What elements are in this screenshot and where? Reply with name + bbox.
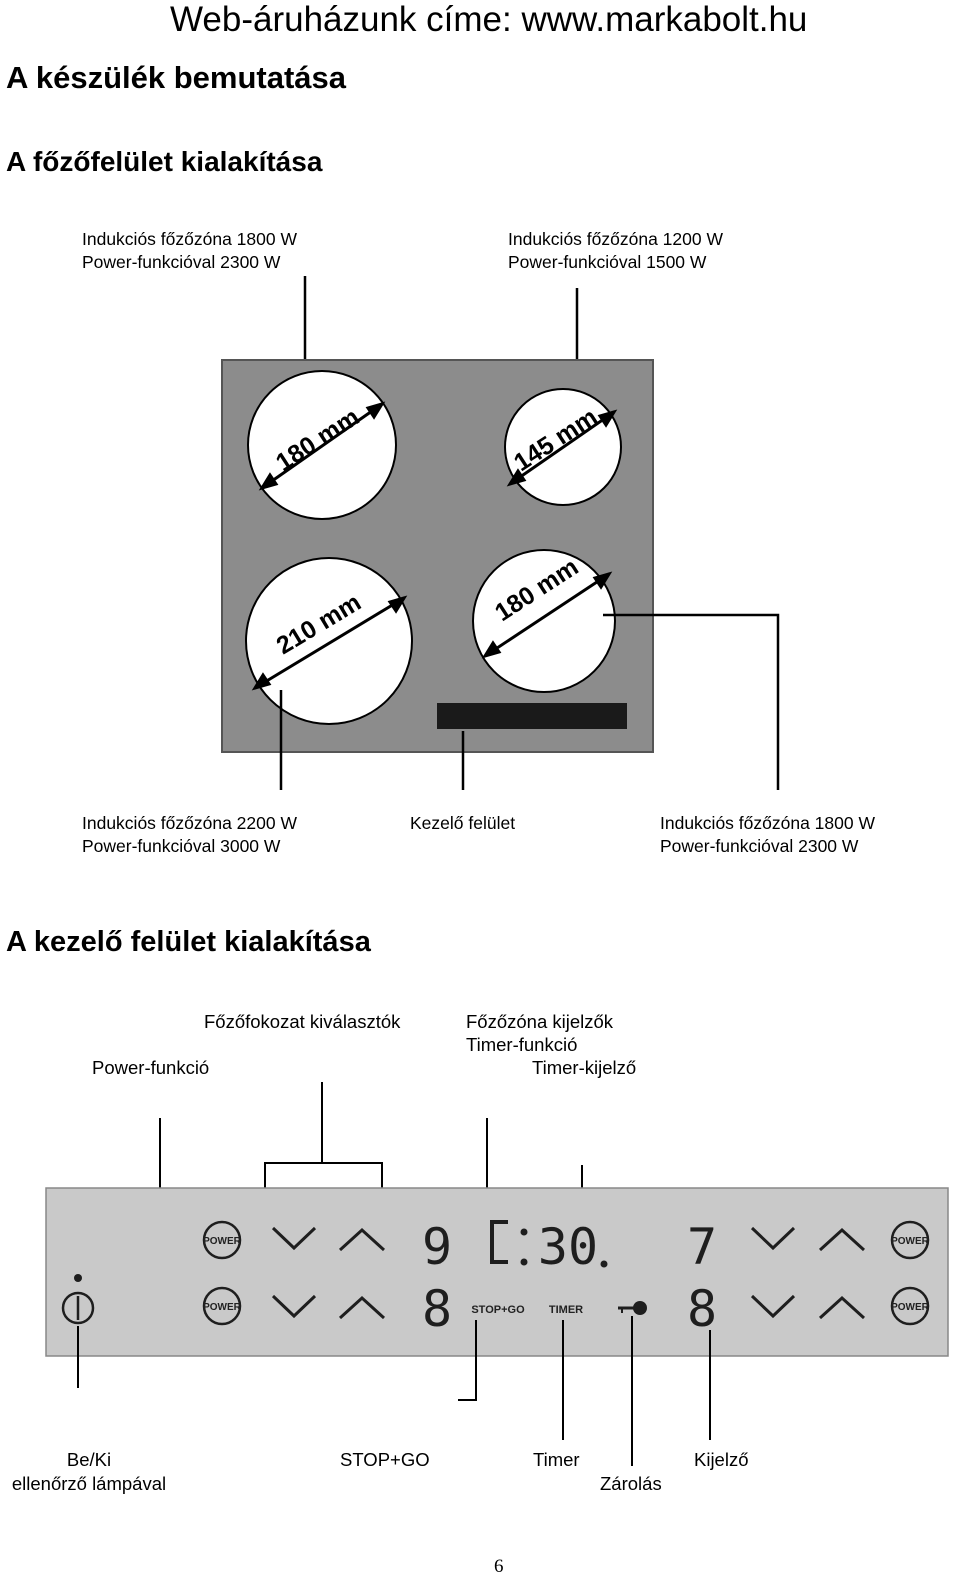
page-number: 6 — [494, 1556, 504, 1577]
label-top-left-line1: Indukciós főzőzóna 1800 W — [82, 229, 297, 249]
label-onoff: Be/Ki ellenőrző lámpával — [6, 1448, 172, 1496]
arrowhead — [365, 401, 386, 420]
label-top-left-zone: Indukciós főzőzóna 1800 W Power-funkcióv… — [82, 228, 297, 274]
pointer-line-bottom-right — [603, 613, 780, 790]
timer-button[interactable]: TIMER — [549, 1304, 583, 1316]
label-timer-display: Timer-kijelző — [532, 1057, 637, 1078]
timer-zone-indicator — [490, 1220, 508, 1264]
section-title: A készülék bemutatása — [6, 60, 347, 95]
zone-display-upper-right: 7 — [687, 1218, 717, 1276]
onoff-indicator-lamp — [74, 1274, 82, 1282]
timer-colon-dot — [520, 1258, 528, 1266]
power-button-label: POWER — [203, 1302, 242, 1313]
label-lock: Zárolás — [600, 1473, 662, 1494]
stop-go-button[interactable]: STOP+GO — [471, 1304, 525, 1316]
arrowhead — [592, 571, 613, 590]
arrowhead — [387, 595, 408, 614]
power-button-label: POWER — [891, 1302, 930, 1313]
level-up-button-upper-left[interactable] — [338, 1227, 386, 1252]
zone-bottom-left — [245, 557, 413, 725]
power-button-label: POWER — [203, 1236, 242, 1247]
website-address: Web-áruházunk címe: www.markabolt.hu — [170, 0, 808, 39]
arrowhead — [251, 672, 272, 691]
zone-display-upper-left: 9 — [422, 1218, 452, 1276]
power-button-lower-right[interactable]: POWER — [890, 1286, 930, 1326]
arrowhead — [481, 640, 502, 659]
label-top-right-line2: Power-funkcióval 1500 W — [508, 252, 707, 272]
power-button-label: POWER — [891, 1236, 930, 1247]
control-panel — [45, 1187, 949, 1357]
label-top-right-zone: Indukciós főzőzóna 1200 W Power-funkcióv… — [508, 228, 723, 274]
label-timer: Timer — [533, 1449, 580, 1470]
label-control-surface-line1: Kezelő felület — [410, 813, 516, 833]
power-button-upper-left[interactable]: POWER — [202, 1220, 242, 1260]
control-strip — [437, 703, 627, 729]
diameter-arrow-bottom-left — [254, 596, 405, 690]
arrowhead — [506, 468, 527, 487]
label-power-function: Power-funkció — [92, 1057, 210, 1078]
power-button-upper-right[interactable]: POWER — [890, 1220, 930, 1260]
control-panel-heading: A kezelő felület kialakítása — [6, 926, 371, 958]
label-onoff-line2: ellenőrző lámpával — [11, 1473, 167, 1494]
label-top-left-line2: Power-funkcióval 2300 W — [82, 252, 281, 272]
zone-display-lower-left: 8 — [422, 1280, 452, 1338]
pointer-line-stop-go — [458, 1320, 477, 1401]
label-bottom-right-zone: Indukciós főzőzóna 1800 W Power-funkcióv… — [660, 812, 875, 858]
zone-bottom-right — [472, 549, 616, 693]
label-bottom-right-line2: Power-funkcióval 2300 W — [660, 836, 859, 856]
onoff-button[interactable] — [61, 1291, 95, 1325]
label-bottom-right-line1: Indukciós főzőzóna 1800 W — [660, 813, 875, 833]
timer-display: 30 — [538, 1218, 598, 1276]
key-lock-icon[interactable] — [618, 1301, 647, 1315]
power-button-lower-left[interactable]: POWER — [202, 1286, 242, 1326]
label-top-right-line1: Indukciós főzőzóna 1200 W — [508, 229, 723, 249]
arrowhead — [597, 409, 618, 428]
level-down-button-lower-left[interactable] — [271, 1294, 317, 1319]
label-display: Kijelző — [694, 1449, 749, 1470]
label-zone-displays: Főzőzóna kijelzők — [466, 1011, 614, 1032]
level-up-button-upper-right[interactable] — [818, 1227, 866, 1252]
diameter-arrow-bottom-right — [484, 572, 610, 658]
label-bottom-left-zone: Indukciós főzőzóna 2200 W Power-funkcióv… — [82, 812, 297, 858]
diameter-arrow-top-left — [261, 402, 383, 490]
level-down-button-upper-left[interactable] — [271, 1226, 317, 1251]
hob-layout-heading: A főzőfelület kialakítása — [6, 146, 323, 177]
timer-dot — [600, 1260, 608, 1268]
diameter-arrow-top-right — [509, 410, 615, 486]
label-control-surface: Kezelő felület — [410, 812, 515, 835]
label-level-selectors: Főzőfokozat kiválasztók — [204, 1011, 401, 1032]
label-bottom-left-line2: Power-funkcióval 3000 W — [82, 836, 281, 856]
level-up-button-lower-right[interactable] — [818, 1295, 866, 1320]
label-onoff-line1: Be/Ki — [66, 1449, 112, 1470]
label-bottom-left-line1: Indukciós főzőzóna 2200 W — [82, 813, 297, 833]
level-up-button-lower-left[interactable] — [338, 1295, 386, 1320]
timer-colon-dot — [520, 1228, 528, 1236]
level-down-button-upper-right[interactable] — [750, 1226, 796, 1251]
label-timer-function: Timer-funkció — [466, 1034, 578, 1055]
level-down-button-lower-right[interactable] — [750, 1294, 796, 1319]
label-stop-go: STOP+GO — [340, 1449, 430, 1470]
zone-display-lower-right: 8 — [687, 1280, 717, 1338]
arrowhead — [258, 472, 279, 491]
bracket-level-selectors — [264, 1162, 383, 1188]
